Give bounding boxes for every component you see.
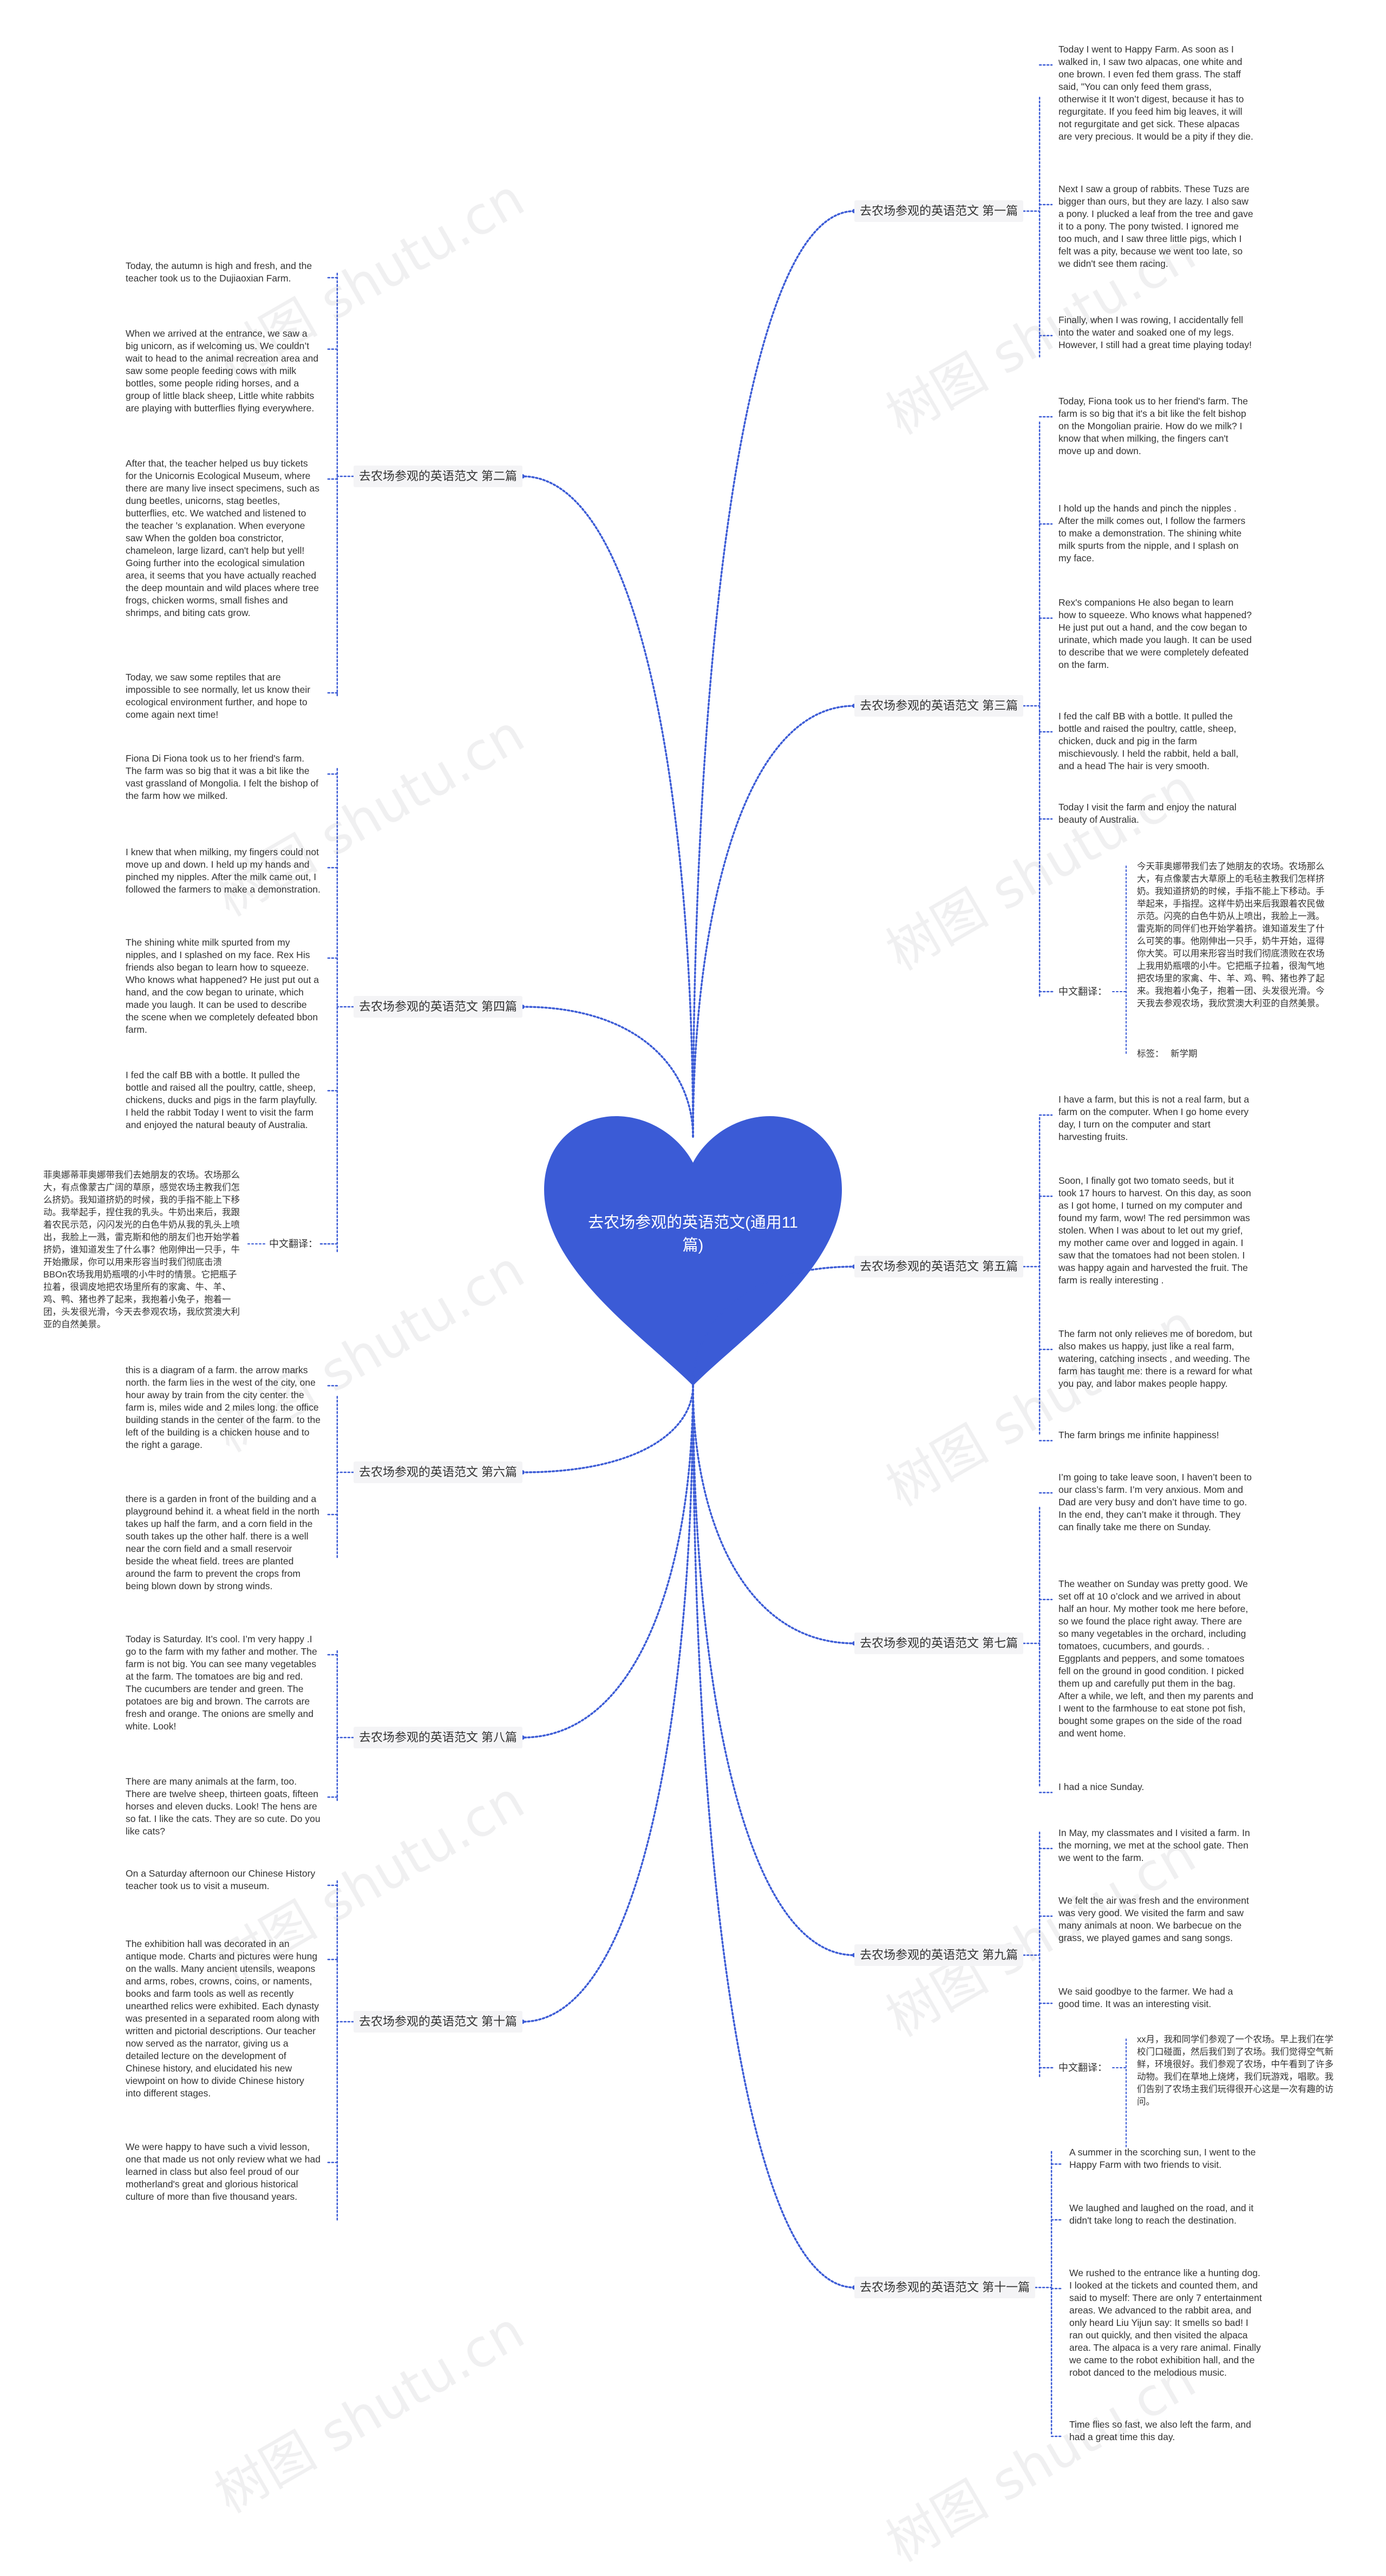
translation-text: xx月，我和同学们参观了一个农场。早上我们在学校门口碰面，然后我们到了农场。我们…	[1137, 2035, 1333, 2107]
leaf-text: I fed the calf BB with a bottle. It pull…	[126, 1070, 317, 1130]
leaf-text: The exhibition hall was decorated in an …	[126, 1938, 319, 2099]
leaf-text: The farm brings me infinite happiness!	[1058, 1430, 1219, 1440]
branch-node-b4[interactable]: 去农场参观的英语范文 第四篇	[353, 996, 522, 1018]
leaf-text: Today, Fiona took us to her friend's far…	[1058, 396, 1248, 456]
branch-node-b1[interactable]: 去农场参观的英语范文 第一篇	[854, 200, 1024, 222]
leaf-text: I knew that when milking, my fingers cou…	[126, 847, 321, 895]
leaf-text: There are many animals at the farm, too.…	[126, 1776, 321, 1837]
translation-text: 菲奥娜蒂菲奥娜带我们去她朋友的农场。农场那么大，有点像蒙古广阔的草原，感觉农场主…	[43, 1170, 240, 1329]
leaf-text: this is a diagram of a farm. the arrow m…	[126, 1365, 321, 1450]
leaf-text: The shining white milk spurted from my n…	[126, 937, 319, 1035]
tag-label: 标签：	[1137, 1049, 1164, 1059]
central-heart-shape[interactable]	[544, 1116, 842, 1386]
translation-label: 中文翻译：	[269, 1238, 318, 1249]
leaf-text: Today I went to Happy Farm. As soon as I…	[1058, 44, 1253, 142]
tag-value: 新学期	[1171, 1049, 1198, 1059]
leaf-text: A summer in the scorching sun, I went to…	[1069, 2147, 1256, 2170]
leaf-text: Today, the autumn is high and fresh, and…	[126, 260, 312, 284]
branch-node-b9[interactable]: 去农场参观的英语范文 第九篇	[854, 1944, 1024, 1966]
branch-node-b2[interactable]: 去农场参观的英语范文 第二篇	[353, 466, 522, 487]
leaf-text: On a Saturday afternoon our Chinese Hist…	[126, 1868, 316, 1891]
leaf-text: Next I saw a group of rabbits. These Tuz…	[1058, 183, 1253, 269]
translation-label: 中文翻译：	[1058, 986, 1107, 997]
leaf-text: I fed the calf BB with a bottle. It pull…	[1058, 711, 1239, 771]
branch-node-b10[interactable]: 去农场参观的英语范文 第十篇	[353, 2011, 522, 2033]
leaf-text: After that, the teacher helped us buy ti…	[126, 458, 319, 618]
leaf-text: In May, my classmates and I visited a fa…	[1058, 1827, 1250, 1863]
leaf-text: I’m going to take leave soon, I haven’t …	[1058, 1472, 1252, 1532]
branch-node-b6[interactable]: 去农场参观的英语范文 第六篇	[353, 1461, 522, 1483]
central-topic-title[interactable]: 去农场参观的英语范文(通用11篇)	[588, 1214, 798, 1254]
branch-node-b5[interactable]: 去农场参观的英语范文 第五篇	[854, 1256, 1024, 1277]
leaf-text: I had a nice Sunday.	[1058, 1781, 1145, 1792]
leaf-text: The weather on Sunday was pretty good. W…	[1058, 1578, 1253, 1739]
leaf-text: Soon, I finally got two tomato seeds, bu…	[1058, 1175, 1251, 1286]
leaf-text: there is a garden in front of the buildi…	[126, 1493, 320, 1591]
leaf-text: Today, we saw some reptiles that are imp…	[126, 672, 311, 720]
leaf-text: When we arrived at the entrance, we saw …	[126, 328, 319, 414]
translation-text: 今天菲奥娜带我们去了她朋友的农场。农场那么大，有点像蒙古大草原上的毛毡主教我们怎…	[1137, 862, 1325, 1008]
leaf-text: We laughed and laughed on the road, and …	[1069, 2203, 1254, 2226]
translation-label: 中文翻译：	[1058, 2062, 1107, 2073]
branch-node-b11[interactable]: 去农场参观的英语范文 第十一篇	[854, 2277, 1036, 2298]
branch-node-b7[interactable]: 去农场参观的英语范文 第七篇	[854, 1633, 1024, 1654]
leaf-text: We felt the air was fresh and the enviro…	[1058, 1895, 1249, 1943]
branch-node-b3[interactable]: 去农场参观的英语范文 第三篇	[854, 695, 1024, 717]
leaf-text: Rex's companions He also began to learn …	[1058, 597, 1252, 670]
leaf-text: I hold up the hands and pinch the nipple…	[1058, 503, 1246, 563]
leaf-text: I have a farm, but this is not a real fa…	[1058, 1094, 1250, 1142]
leaf-text: Finally, when I was rowing, I accidental…	[1058, 314, 1252, 350]
connector-lines	[247, 64, 1127, 2437]
leaf-text: We were happy to have such a vivid lesso…	[126, 2141, 321, 2202]
leaf-text: Today is Saturday. It’s cool. I’m very h…	[126, 1634, 317, 1732]
leaf-text: We said goodbye to the farmer. We had a …	[1058, 1986, 1233, 2009]
leaf-text: Today I visit the farm and enjoy the nat…	[1058, 802, 1237, 825]
leaf-text: Fiona Di Fiona took us to her friend's f…	[126, 753, 319, 801]
leaf-text: Time flies so fast, we also left the far…	[1069, 2419, 1251, 2442]
leaf-text: The farm not only relieves me of boredom…	[1058, 1328, 1252, 1389]
branch-node-b8[interactable]: 去农场参观的英语范文 第八篇	[353, 1727, 522, 1748]
leaf-text: We rushed to the entrance like a hunting…	[1069, 2267, 1262, 2378]
